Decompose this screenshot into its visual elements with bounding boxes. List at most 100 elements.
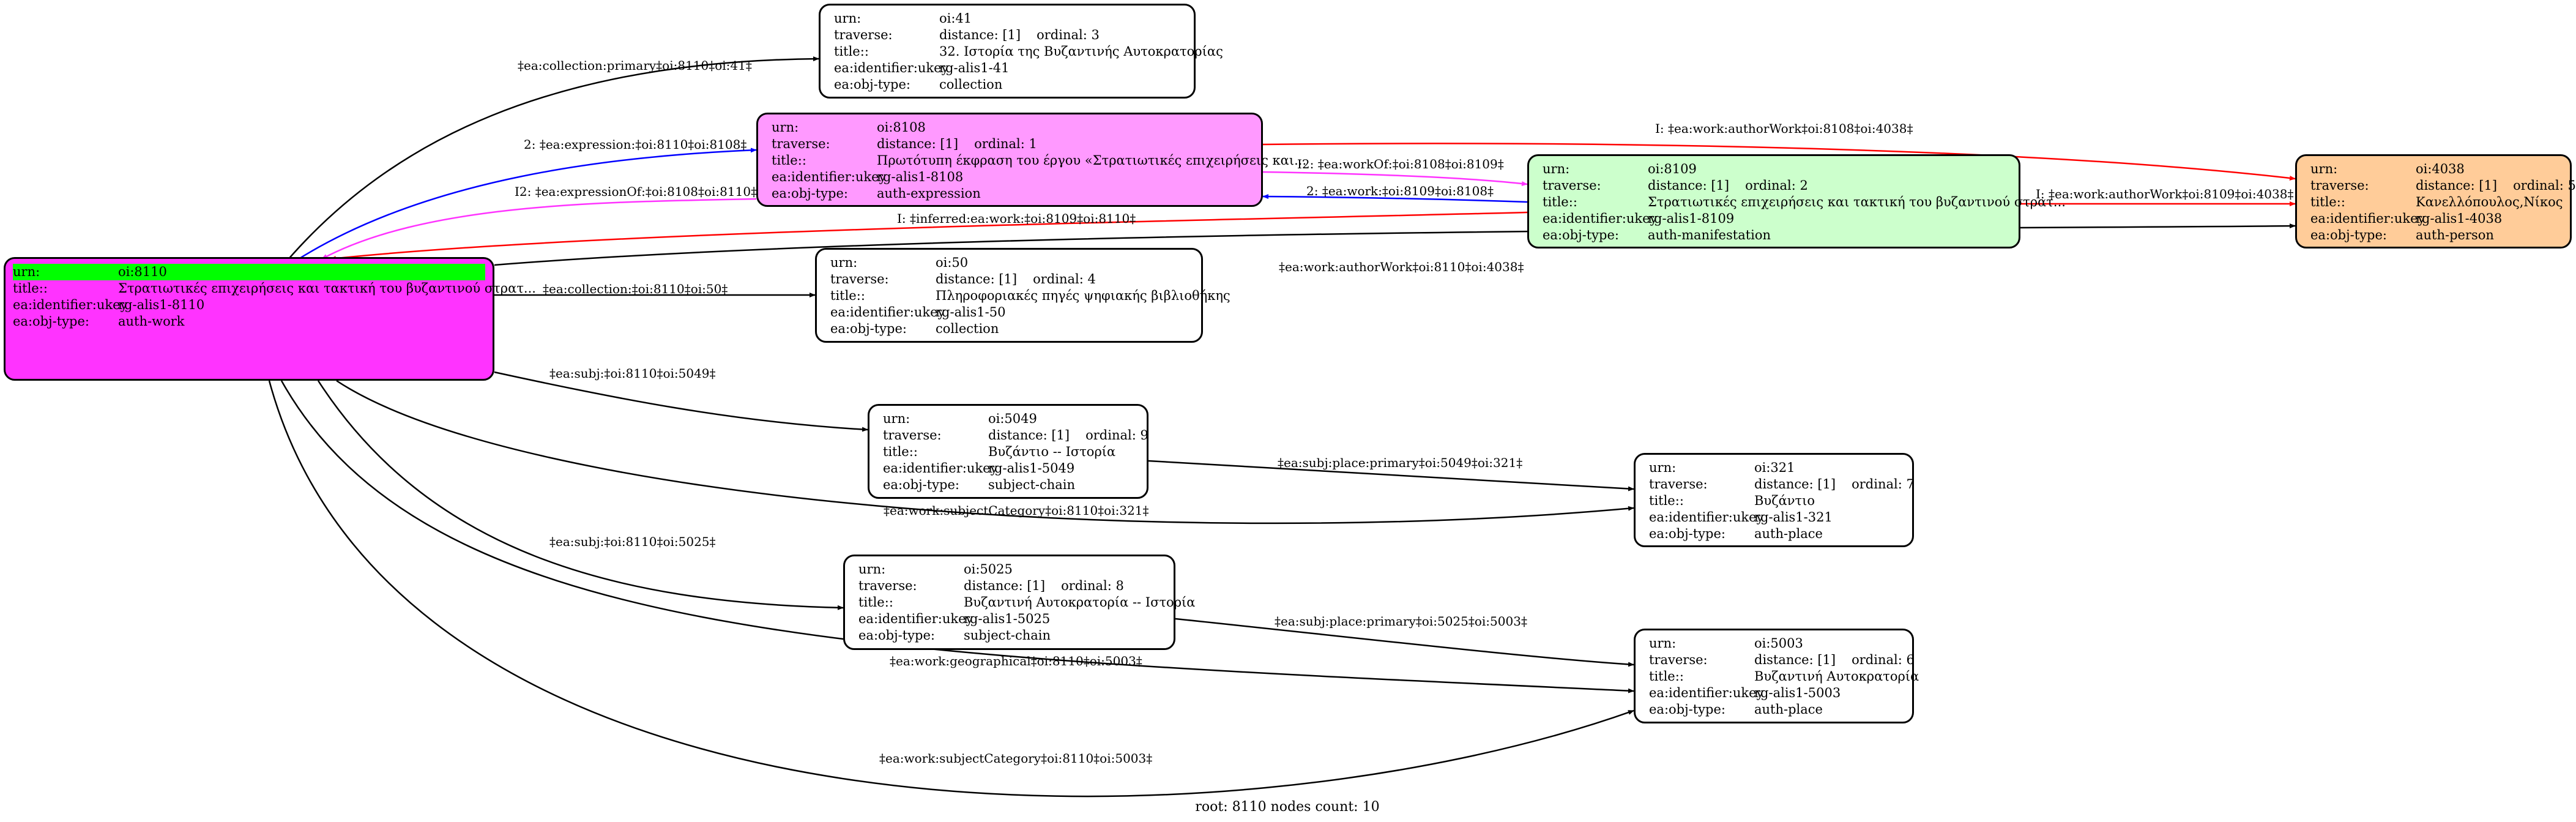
distance-value: distance: [1] [988,428,1070,443]
title-value: Στρατιωτικές επιχειρήσεις και τακτική το… [1648,195,2066,209]
ukey-key: ea:identifier:ukey [1649,686,1764,700]
traverse-key: traverse: [834,28,893,42]
node-5003[interactable]: urn:oi:5003 traverse:distance: [1]ordina… [1634,629,1919,723]
distance-value: distance: [1] [1754,477,1836,491]
ordinal-value: ordinal: 6 [1852,652,1915,667]
ukey-value: rg-alis1-4038 [2416,211,2503,226]
type-key: ea:obj-type: [1649,526,1725,541]
traverse-key: traverse: [772,136,830,151]
node-50[interactable]: urn:oi:50 traverse:distance: [1]ordinal:… [815,248,1230,343]
distance-value: distance: [1] [1648,178,1730,193]
node-41[interactable]: urn:oi:41 traverse:distance: [1]ordinal:… [819,4,1223,99]
ordinal-value: ordinal: 7 [1852,477,1915,491]
edge-label-authorwork-8108-4038: I: ‡ea:work:authorWork‡oi:8108‡oi:4038‡ [1655,121,1913,136]
type-key: ea:obj-type: [2310,228,2387,242]
ordinal-value: ordinal: 5 [2513,178,2576,193]
urn-value: oi:8110 [118,264,167,279]
type-key: ea:obj-type: [834,77,910,92]
node-header-row: urn: oi:8110 [13,264,485,280]
urn-key: urn: [830,255,858,270]
traverse-key: traverse: [1543,178,1601,193]
distance-value: distance: [1] [964,578,1046,593]
edge-label-subjectcategory-5003: ‡ea:work:subjectCategory‡oi:8110‡oi:5003… [879,751,1153,766]
ukey-value: rg-alis1-8108 [877,170,964,184]
distance-value: distance: [1] [936,272,1018,286]
edge-subj-5049 [494,371,868,432]
title-value: Βυζάντιο -- Ιστορία [988,444,1116,459]
distance-value: distance: [1] [877,136,959,151]
title-value: Κανελλόπουλος,Νίκος [2416,195,2563,209]
urn-value: oi:5049 [988,411,1037,426]
title-key: title:: [830,288,865,303]
ordinal-value: ordinal: 3 [1037,28,1100,42]
title-key: title:: [858,595,893,610]
edge-label-place-5049-321: ‡ea:subj:place:primary‡oi:5049‡oi:321‡ [1278,455,1523,470]
edge-place-5025-5003 [1175,618,1634,667]
title-key: title:: [1649,669,1684,684]
urn-key: urn: [858,562,886,577]
urn-key: urn: [1543,162,1570,176]
type-key: ea:obj-type: [1649,702,1725,717]
node-8110-root[interactable]: urn: oi:8110 title:: Στρατιωτικές επιχει… [4,257,536,381]
ukey-key: ea:identifier:ukey [1649,510,1764,525]
edge-workof-8109 [1262,171,1528,186]
ordinal-value: ordinal: 4 [1033,272,1096,286]
ukey-value: rg-alis1-50 [936,305,1006,319]
type-value: auth-expression [877,186,981,201]
type-key: ea:obj-type: [1543,228,1619,242]
distance-value: distance: [1] [2416,178,2498,193]
edge-label-subj-5049: ‡ea:subj:‡oi:8110‡oi:5049‡ [549,366,716,381]
type-value: subject-chain [964,628,1051,643]
type-value: auth-manifestation [1648,228,1771,242]
traverse-key: traverse: [883,428,942,443]
urn-key: urn: [1649,460,1677,475]
urn-key: urn: [13,264,40,279]
node-5049[interactable]: urn:oi:5049 traverse:distance: [1]ordina… [868,404,1148,499]
edge-label-collection-primary-41: ‡ea:collection:primary‡oi:8110‡oi:41‡ [518,58,752,73]
distance-value: distance: [1] [1754,652,1836,667]
urn-key: urn: [772,120,799,135]
title-value: Βυζαντινή Αυτοκρατορία -- Ιστορία [964,595,1196,610]
title-value: Βυζάντιο [1754,493,1815,508]
title-value: 32. Ιστορία της Βυζαντινής Αυτοκρατορίας [939,44,1223,59]
ukey-key: ea:identifier:ukey [2310,211,2425,226]
edge-subj-5025 [317,380,844,610]
node-321[interactable]: urn:oi:321 traverse:distance: [1]ordinal… [1634,453,1915,547]
type-key: ea:obj-type: [858,628,935,643]
type-row: ea:obj-type: auth-work [13,313,485,330]
urn-value: oi:8108 [877,120,926,135]
edge-expressionof-8110 [321,198,757,260]
edge-geographical-5003 [280,380,1634,693]
ukey-value: rg-alis1-5049 [988,461,1075,476]
urn-value: oi:5003 [1754,636,1803,651]
edge-expression-8108 [296,148,757,261]
urn-key: urn: [2310,162,2338,176]
edge-subjectcategory-321 [336,379,1634,525]
edge-label-collection-50: ‡ea:collection:‡oi:8110‡oi:50‡ [543,282,728,296]
ordinal-value: ordinal: 2 [1745,178,1808,193]
traverse-key: traverse: [1649,477,1708,491]
traverse-key: traverse: [858,578,917,593]
ukey-value: rg-alis1-41 [939,61,1010,75]
title-value: Στρατιωτικές επιχειρήσεις και τακτική το… [118,281,536,296]
type-value: auth-place [1754,702,1823,717]
ukey-value: rg-alis1-321 [1754,510,1833,525]
node-4038[interactable]: urn:oi:4038 traverse:distance: [1]ordina… [2295,154,2576,248]
edge-inferred-work-8110 [330,211,1528,261]
edge-label-geographical-5003: ‡ea:work:geographical‡oi:8110‡oi:5003‡ [890,654,1142,668]
node-5025[interactable]: urn:oi:5025 traverse:distance: [1]ordina… [843,555,1195,650]
ukey-value: rg-alis1-8109 [1648,211,1735,226]
edge-subjectcategory-5003 [268,380,1634,798]
type-value: subject-chain [988,477,1076,492]
urn-key: urn: [834,11,862,26]
urn-value: oi:8109 [1648,162,1697,176]
title-key: title:: [883,444,918,459]
title-key: title:: [1543,195,1577,209]
edge-authorwork-8108-4038 [1262,143,2296,181]
urn-value: oi:5025 [964,562,1013,577]
type-key: ea:obj-type: [13,314,89,329]
node-8109[interactable]: urn: oi:8109 traverse: distance: [1] ordina… [1527,154,2066,248]
title-key: title:: [772,153,806,168]
node-8108[interactable]: urn:oi:8108 traverse:distance: [1]ordina… [756,113,1306,207]
